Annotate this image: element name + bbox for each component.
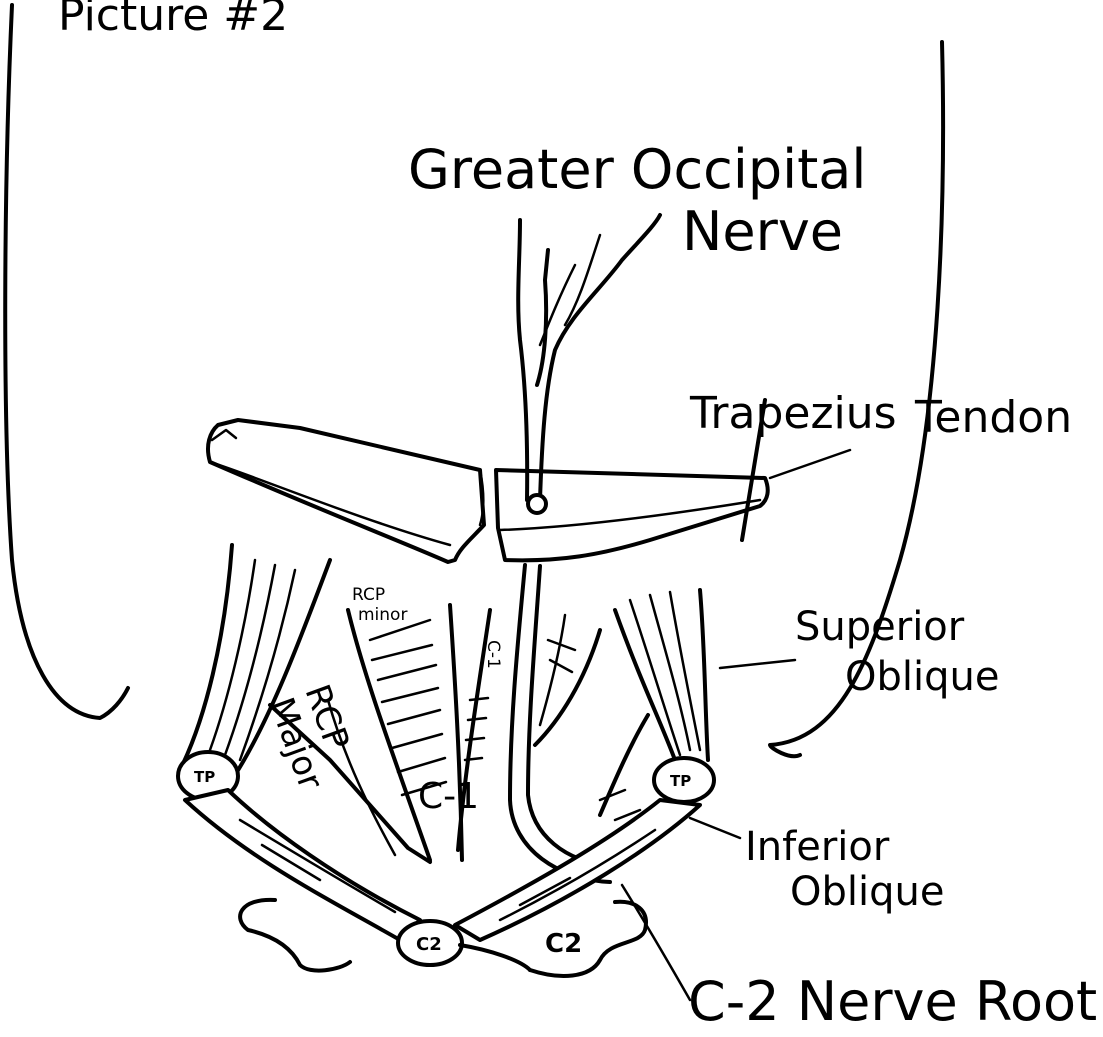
label-trapezius: Trapezius xyxy=(689,388,897,439)
label-superior: Superior xyxy=(795,604,965,650)
c2-nerve-trunk xyxy=(510,565,612,882)
label-greater-occipital: Greater Occipital xyxy=(408,138,866,201)
c2-vertebra xyxy=(240,900,646,976)
trapezius-tendon xyxy=(208,420,768,562)
label-tp-left: TP xyxy=(194,768,215,786)
title: Picture #2 xyxy=(58,0,288,41)
label-inferior: Inferior xyxy=(745,824,890,870)
label-rcp-minor-1: RCP xyxy=(352,585,385,605)
label-c1-small: C-1 xyxy=(483,640,503,669)
inferior-oblique-left xyxy=(185,790,420,940)
greater-occipital-nerve xyxy=(518,215,660,513)
inferior-oblique-right xyxy=(455,790,700,940)
rcp-minor-muscle xyxy=(370,605,490,860)
label-rcp-minor-2: minor xyxy=(358,605,407,625)
label-tendon: Tendon xyxy=(914,392,1072,443)
label-c2-nerve-root: C-2 Nerve Root xyxy=(688,970,1097,1032)
label-tp-right: TP xyxy=(670,772,691,790)
label-inferior-oblique: Oblique xyxy=(790,869,944,915)
label-nerve: Nerve xyxy=(682,200,843,263)
label-c2-left: C2 xyxy=(416,934,442,955)
label-c1: C-1 xyxy=(418,776,479,817)
c1-small-label-group: C-1 xyxy=(483,640,503,669)
label-superior-oblique: Oblique xyxy=(845,654,999,700)
label-c2-right: C2 xyxy=(545,929,582,959)
